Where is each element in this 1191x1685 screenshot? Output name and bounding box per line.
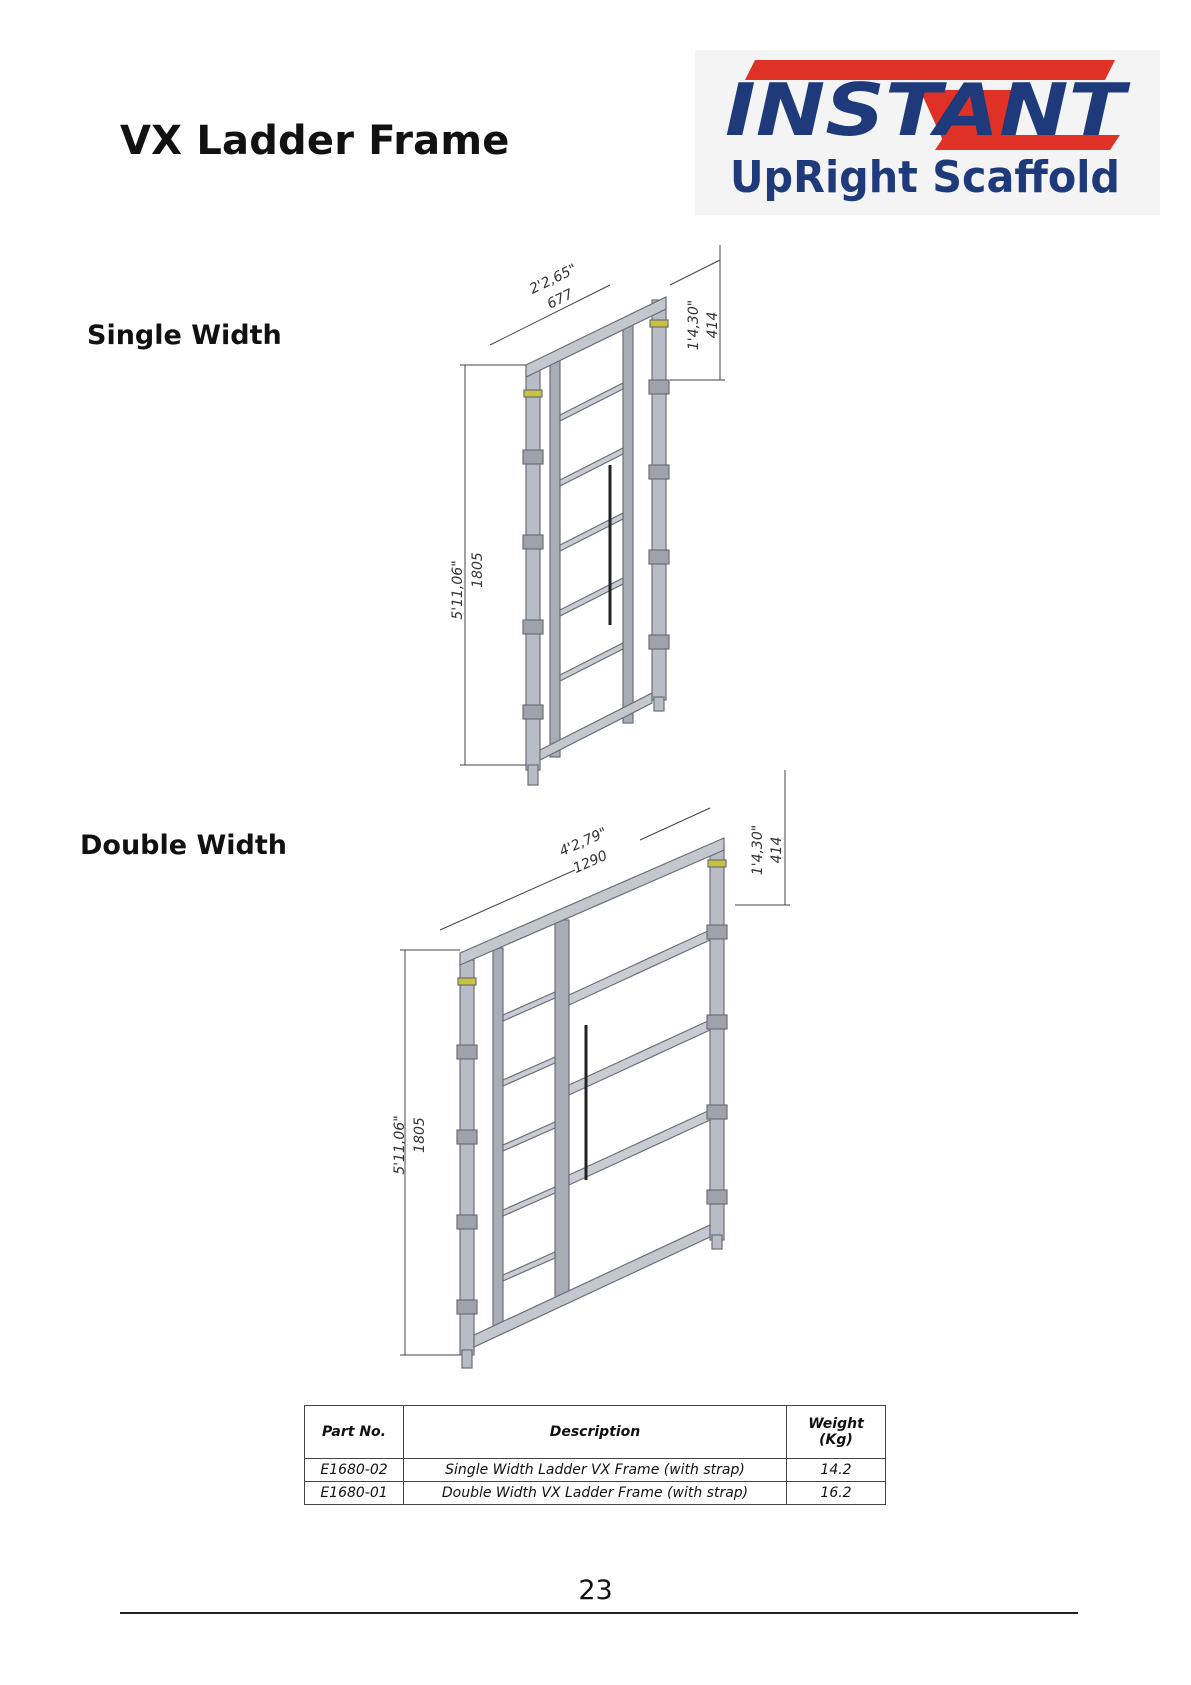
cell-part-no: E1680-02 bbox=[304, 1458, 404, 1482]
footer-divider bbox=[120, 1612, 1078, 1614]
section-label-single: Single Width bbox=[87, 320, 282, 351]
single-top-mm: 414 bbox=[705, 312, 721, 339]
logo-tagline: UpRight Scaffold bbox=[730, 152, 1120, 203]
single-height-mm: 1805 bbox=[470, 552, 486, 588]
page-title: VX Ladder Frame bbox=[120, 118, 510, 164]
cell-description: Single Width Ladder VX Frame (with strap… bbox=[403, 1458, 787, 1482]
single-top-imperial: 1'4,30" bbox=[686, 300, 702, 350]
double-width-frame-drawing: 5'11,06" 1805 4'2,79" 1290 1'4,30" 414 bbox=[350, 770, 810, 1370]
section-label-double: Double Width bbox=[80, 830, 287, 861]
cell-weight: 16.2 bbox=[786, 1481, 886, 1505]
logo-wordmark: INSTANT bbox=[725, 68, 1131, 152]
double-height-imperial: 5'11,06" bbox=[392, 1115, 408, 1174]
column-header-weight: Weight (Kg) bbox=[786, 1405, 886, 1459]
column-header-part-no: Part No. bbox=[304, 1405, 404, 1459]
single-width-mm: 677 bbox=[545, 286, 576, 312]
table-row: E1680-01 Double Width VX Ladder Frame (w… bbox=[304, 1481, 886, 1505]
brand-logo: INSTANT UpRight Scaffold bbox=[695, 50, 1160, 215]
cell-weight: 14.2 bbox=[786, 1458, 886, 1482]
cell-description: Double Width VX Ladder Frame (with strap… bbox=[403, 1481, 787, 1505]
table-row: E1680-02 Single Width Ladder VX Frame (w… bbox=[304, 1458, 886, 1482]
single-width-frame-drawing: 5'11,06" 1805 2'2,65" 677 1'4,30" 414 bbox=[420, 245, 740, 790]
table-header-row: Part No. Description Weight (Kg) bbox=[304, 1405, 886, 1459]
cell-part-no: E1680-01 bbox=[304, 1481, 404, 1505]
double-top-mm: 414 bbox=[769, 837, 785, 864]
column-header-description: Description bbox=[403, 1405, 787, 1459]
double-top-imperial: 1'4,30" bbox=[750, 825, 766, 875]
double-height-mm: 1805 bbox=[412, 1117, 428, 1153]
parts-table: Part No. Description Weight (Kg) E1680-0… bbox=[304, 1405, 886, 1505]
page-number: 23 bbox=[578, 1575, 613, 1606]
single-height-imperial: 5'11,06" bbox=[450, 560, 466, 619]
